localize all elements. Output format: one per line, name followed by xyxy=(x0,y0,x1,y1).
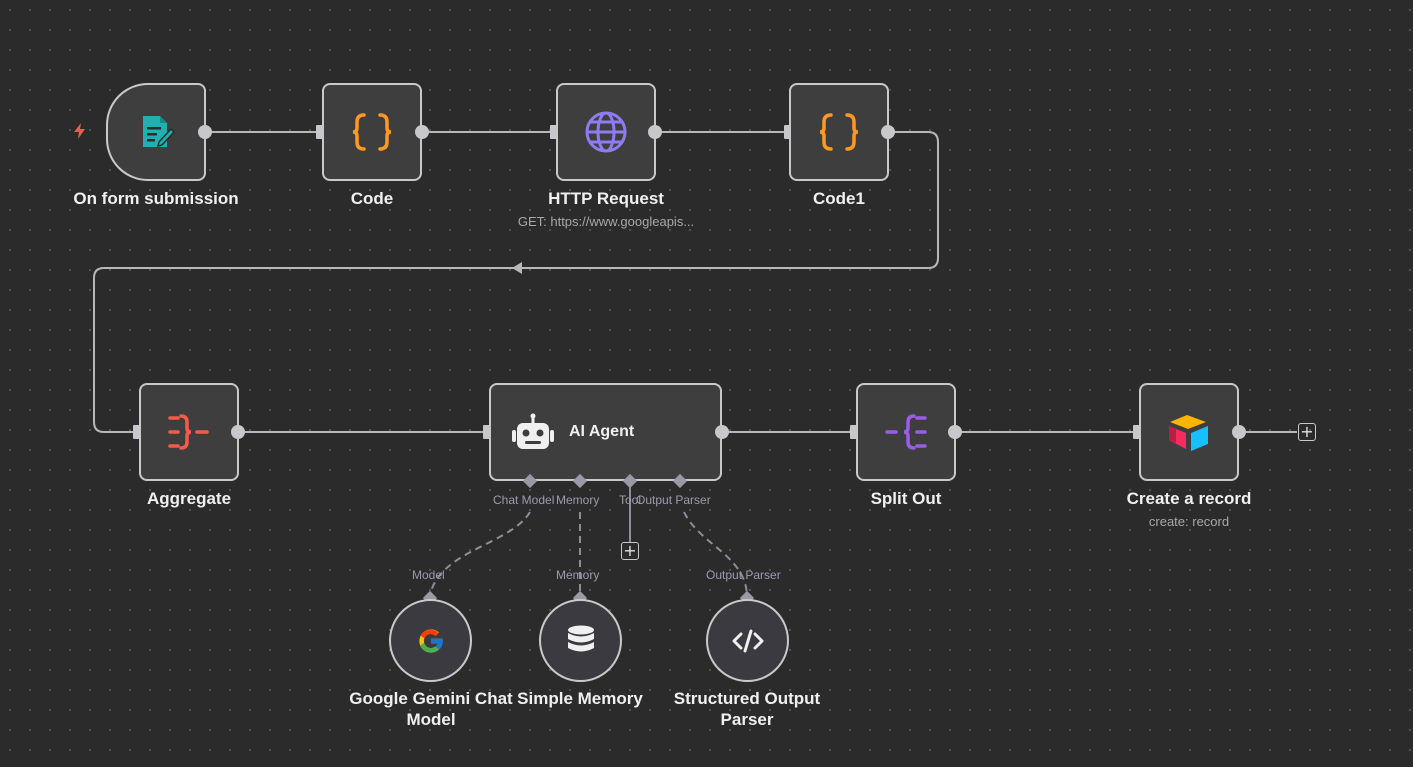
output-port-aggregate[interactable] xyxy=(231,425,245,439)
node-google-gemini-chat-model[interactable] xyxy=(389,599,472,682)
node-split-out[interactable] xyxy=(856,383,956,481)
wire-parser-structured xyxy=(683,511,748,596)
node-code1[interactable] xyxy=(789,83,889,181)
globe-icon xyxy=(584,110,628,154)
google-g-icon xyxy=(416,626,446,656)
code-icon xyxy=(732,629,764,653)
trigger-bolt-icon xyxy=(74,123,85,139)
node-label-form: On form submission xyxy=(73,189,239,208)
input-port-agent[interactable] xyxy=(483,425,490,439)
node-label-gemini: Google Gemini Chat Model xyxy=(349,689,513,729)
output-port-form[interactable] xyxy=(198,125,212,139)
node-label-airtable: Create a record xyxy=(1126,489,1252,508)
output-port-code[interactable] xyxy=(415,125,429,139)
wire-direction-arrow xyxy=(512,262,522,274)
add-node-button[interactable]: + xyxy=(1298,423,1316,441)
input-port-aggregate[interactable] xyxy=(133,425,140,439)
node-label-split: Split Out xyxy=(870,489,942,508)
curly-braces-icon xyxy=(350,112,394,152)
node-ai-agent[interactable]: AI Agent xyxy=(489,383,722,481)
curly-braces-icon xyxy=(817,112,861,152)
connector-label-output-parser: Output Parser xyxy=(636,493,711,507)
input-port-airtable[interactable] xyxy=(1133,425,1140,439)
node-label-aggregate: Aggregate xyxy=(146,489,232,508)
sub-connector-label-memory: Memory xyxy=(556,568,600,582)
add-tool-button[interactable]: + xyxy=(621,542,639,560)
airtable-icon xyxy=(1166,412,1212,452)
split-out-icon xyxy=(884,412,928,452)
connector-label-tool: Tool xyxy=(619,493,642,507)
node-label-http: HTTP Request xyxy=(548,189,664,208)
database-icon xyxy=(566,625,596,657)
node-sublabel-http: GET: https://www.googleapis... xyxy=(517,214,695,229)
node-code[interactable] xyxy=(322,83,422,181)
node-label-memory: Simple Memory xyxy=(517,689,643,708)
connector-label-chat-model: Chat Model xyxy=(493,493,555,507)
sub-connector-label-model: Model xyxy=(412,568,445,582)
form-edit-icon xyxy=(136,112,176,152)
output-port-airtable[interactable] xyxy=(1232,425,1246,439)
robot-icon xyxy=(511,413,555,451)
node-create-a-record[interactable] xyxy=(1139,383,1239,481)
output-port-code1[interactable] xyxy=(881,125,895,139)
aggregate-icon xyxy=(167,412,211,452)
node-label-parser: Structured Output Parser xyxy=(673,689,821,729)
sub-connector-label-output-parser: Output Parser xyxy=(706,568,781,582)
connector-label-memory: Memory xyxy=(556,493,600,507)
node-label-code: Code xyxy=(350,189,394,208)
input-port-code1[interactable] xyxy=(784,125,791,139)
input-port-http[interactable] xyxy=(550,125,557,139)
node-simple-memory[interactable] xyxy=(539,599,622,682)
node-label-code1: Code1 xyxy=(813,189,865,208)
node-title-agent: AI Agent xyxy=(569,423,635,440)
input-port-code[interactable] xyxy=(316,125,323,139)
wire-model-gemini xyxy=(429,511,531,596)
node-on-form-submission[interactable] xyxy=(106,83,206,181)
input-port-split[interactable] xyxy=(850,425,857,439)
node-structured-output-parser[interactable] xyxy=(706,599,789,682)
output-port-agent[interactable] xyxy=(715,425,729,439)
node-aggregate[interactable] xyxy=(139,383,239,481)
node-sublabel-airtable: create: record xyxy=(1148,514,1230,529)
output-port-split[interactable] xyxy=(948,425,962,439)
node-http-request[interactable] xyxy=(556,83,656,181)
output-port-http[interactable] xyxy=(648,125,662,139)
